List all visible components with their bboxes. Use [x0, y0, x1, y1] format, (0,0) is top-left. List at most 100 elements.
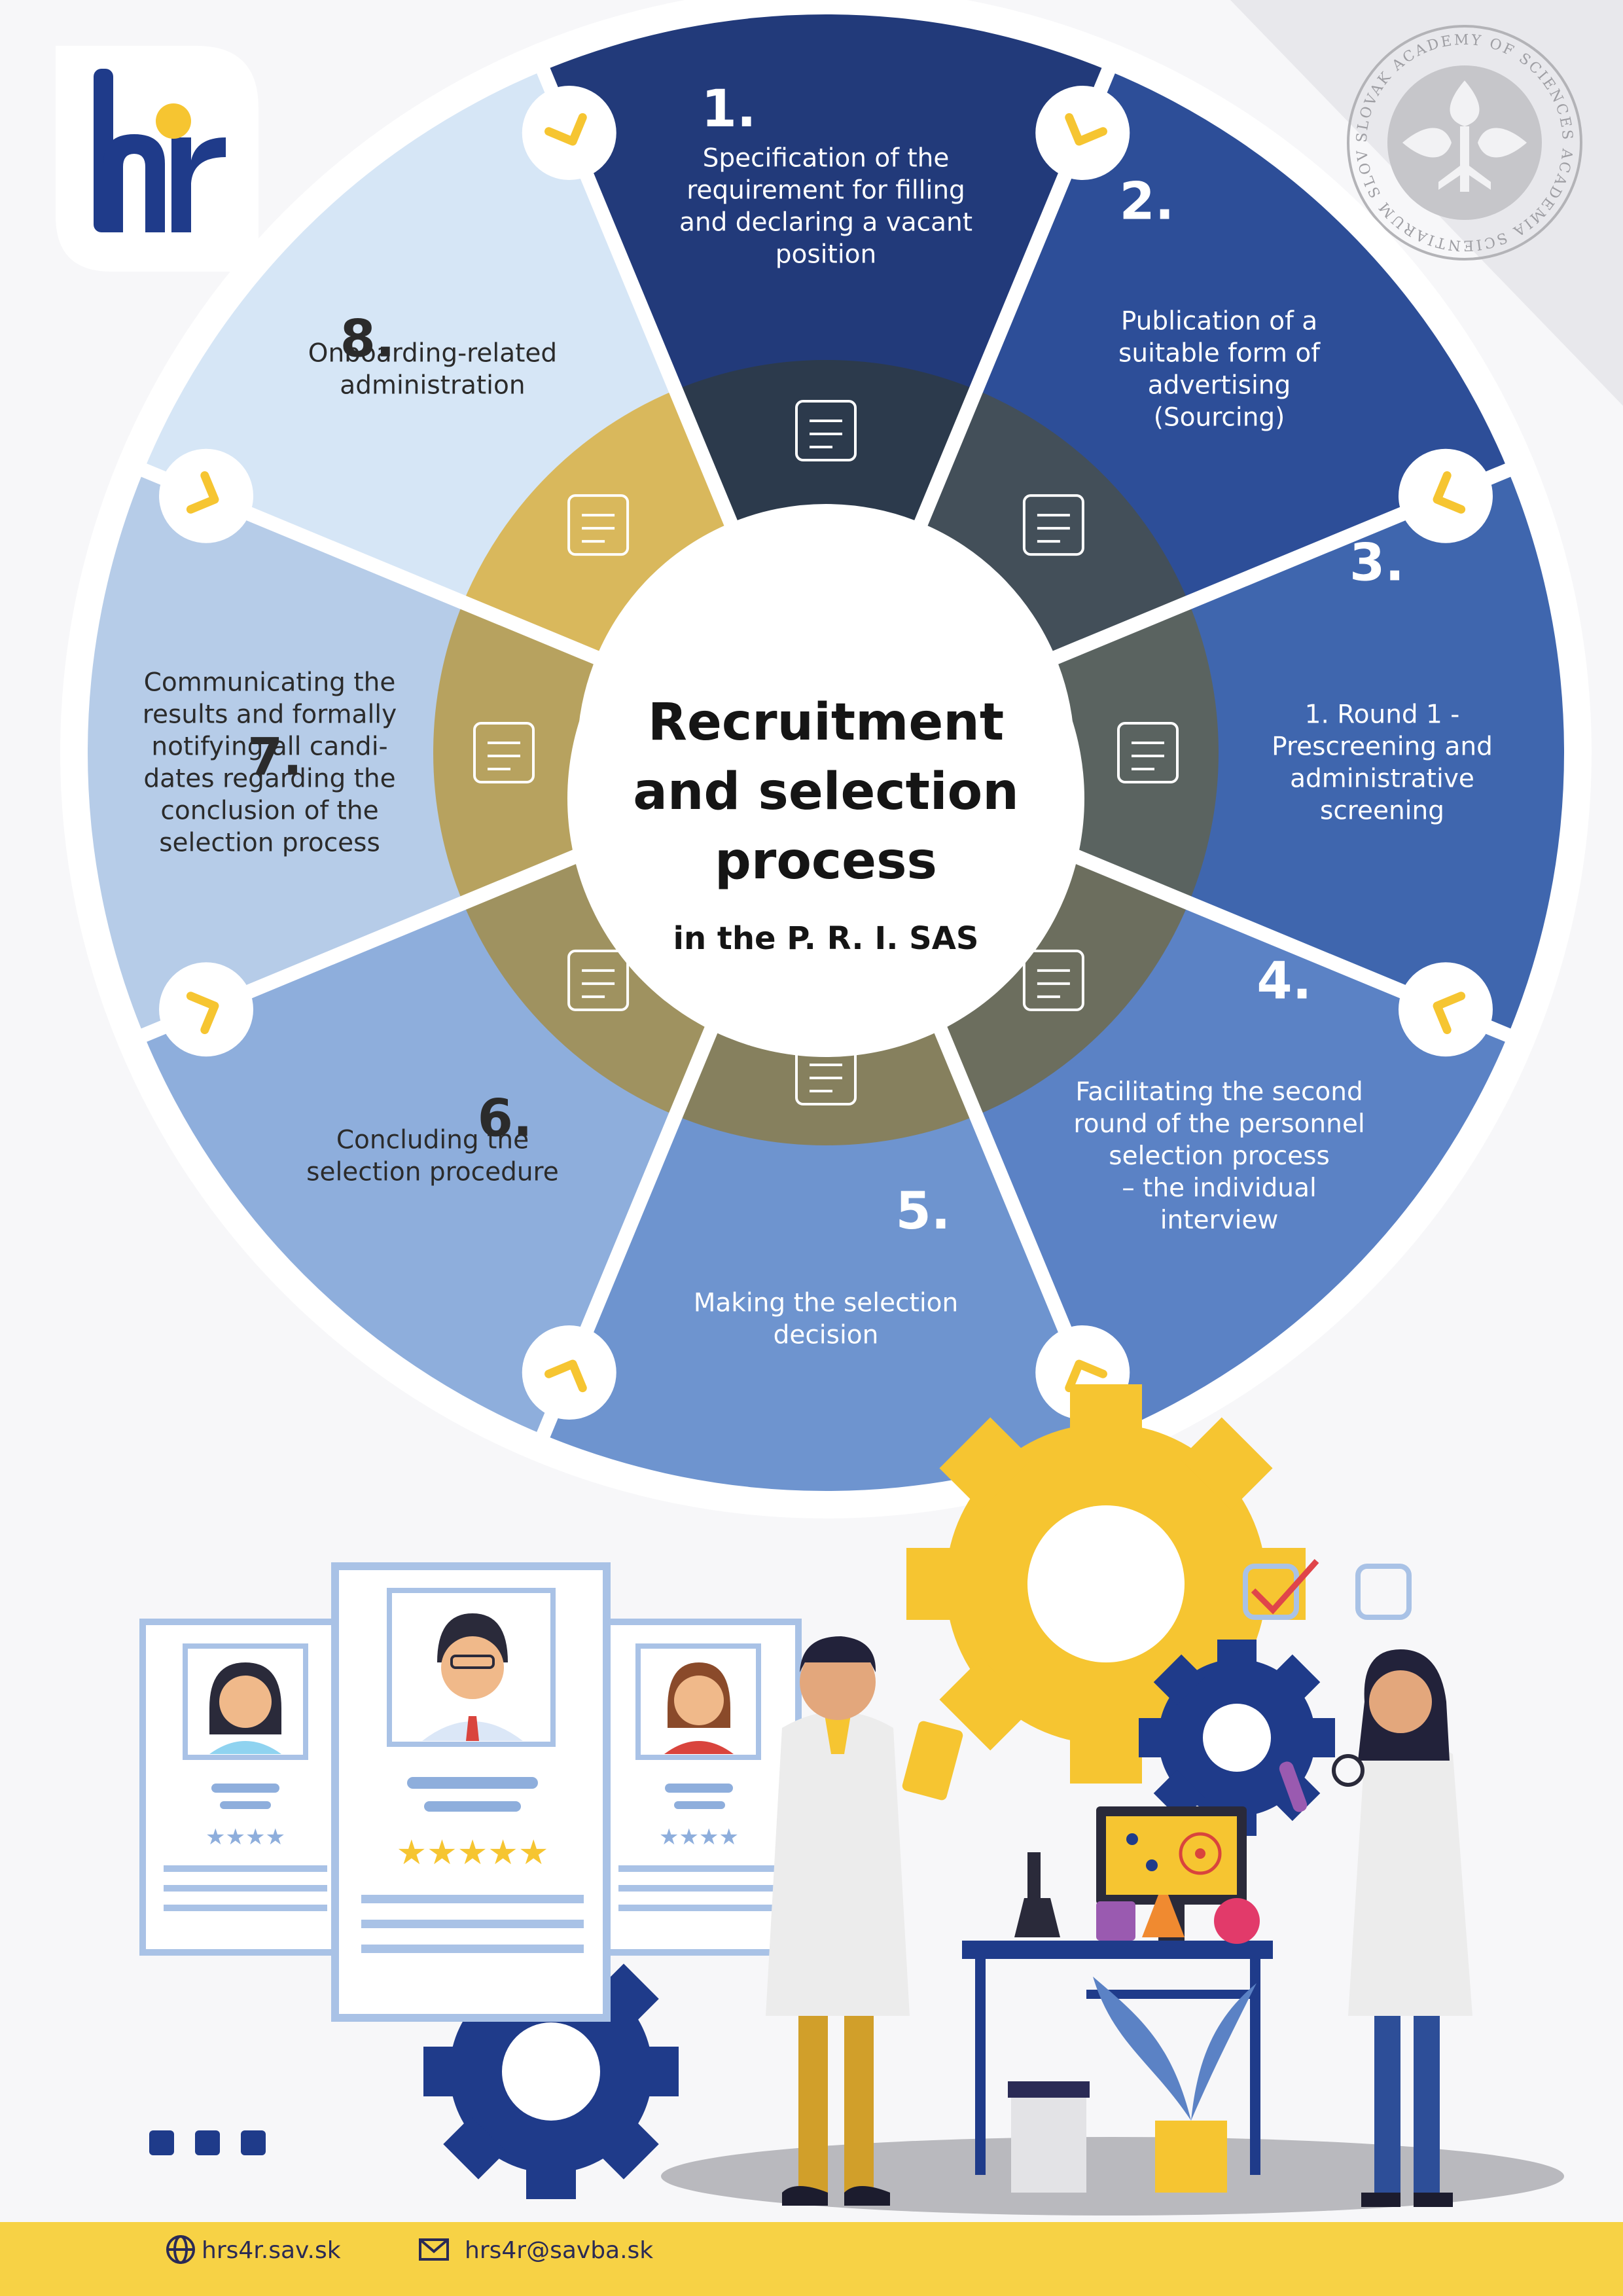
candidate-card-left: ★★★★	[139, 1619, 350, 1956]
lab-desk-illustration	[962, 1806, 1273, 2193]
empty-box-icon	[1355, 1564, 1412, 1620]
chevron-icon	[159, 448, 254, 543]
step-8-line-2: administration	[340, 370, 525, 400]
svg-text:★★★★: ★★★★	[205, 1824, 285, 1850]
inner-sector-3	[1056, 602, 1219, 903]
title-line-2: and selection	[633, 762, 1019, 821]
rating-stars: ★★★★★	[396, 1833, 548, 1873]
chevron-icon	[1398, 448, 1493, 543]
mail-icon	[419, 2238, 449, 2261]
step-2-line-2: suitable form of	[1118, 338, 1321, 368]
step-6-line-1: Concluding the	[336, 1126, 529, 1155]
step-number-7: 7.	[247, 728, 302, 787]
step-1-line-1: Specification of the	[703, 144, 950, 173]
step-number-8: 8.	[340, 310, 395, 369]
wheel-sector-6	[143, 902, 677, 1435]
chevron-icon	[159, 962, 254, 1057]
step-number-4: 4.	[1257, 952, 1311, 1011]
inner-sector-2	[921, 389, 1189, 658]
step-2-line-1: Publication of a	[1121, 306, 1317, 336]
candidate-card-center: ★★★★★	[331, 1562, 611, 2022]
dot-1	[149, 2130, 174, 2155]
wheel-center	[567, 540, 1084, 1057]
step-1-line-3: and declaring a vacant	[679, 208, 972, 238]
step-2-line-4: (Sourcing)	[1154, 403, 1285, 432]
wheel-sector-2	[975, 70, 1508, 603]
inner-sector-7	[433, 602, 596, 903]
team-chat-icon	[1022, 949, 1084, 1011]
checked-box-icon	[1243, 1564, 1299, 1620]
handshake-icon	[567, 949, 630, 1011]
step-label-5: Making the selection decision	[694, 1289, 959, 1350]
exchange-people-icon	[473, 722, 535, 783]
dot-3	[241, 2130, 266, 2155]
globe-icon	[166, 2235, 195, 2264]
inner-sector-4	[921, 848, 1189, 1116]
wheel-sector-4	[975, 902, 1508, 1435]
step-label-6: Concluding the selection procedure	[306, 1126, 559, 1187]
step-number-2: 2.	[1119, 173, 1174, 232]
blue-gear-icon	[1139, 1640, 1335, 1836]
candidate-card-right: ★★★★	[599, 1619, 802, 1956]
step-3-line-4: screening	[1320, 797, 1444, 826]
footer-bar	[0, 2222, 1623, 2296]
chevron-icon	[522, 1325, 616, 1420]
footer-website-link[interactable]: hrs4r.sav.sk	[202, 2237, 341, 2264]
step-1-line-4: position	[776, 240, 876, 270]
inner-sector-1	[675, 359, 976, 523]
step-number-3: 3.	[1349, 534, 1404, 593]
step-7-line-2: results and formally	[143, 700, 397, 730]
step-8-line-1: Onboarding-related	[308, 338, 557, 368]
step-7-line-5: conclusion of the	[160, 797, 378, 826]
desk-worker-icon	[567, 494, 630, 556]
step-3-line-2: Prescreening and	[1272, 732, 1493, 762]
step-label-1: Specification of the requirement for fill…	[679, 144, 972, 270]
step-4-line-3: selection process	[1109, 1141, 1330, 1171]
step-4-line-5: interview	[1160, 1206, 1279, 1235]
title-subtitle: in the P. R. I. SAS	[673, 920, 979, 957]
step-2-line-3: advertising	[1148, 370, 1291, 400]
wheel-sector-8	[143, 70, 677, 603]
scientist-man-illustration	[766, 1636, 963, 2206]
step-7-line-3: notifying all candi-	[151, 732, 387, 762]
step-7-line-6: selection process	[159, 829, 380, 858]
hr-logo	[56, 46, 259, 272]
step-7-line-1: Communicating the	[144, 668, 396, 698]
step-number-5: 5.	[896, 1182, 951, 1241]
dot-2	[195, 2130, 220, 2155]
step-3-line-1: 1. Round 1 -	[1305, 700, 1460, 730]
chevron-icon	[1398, 962, 1493, 1057]
step-4-line-2: round of the personnel	[1073, 1109, 1364, 1139]
person-icon	[795, 400, 857, 461]
growth-chart-icon	[795, 1044, 857, 1105]
chevron-icon	[522, 86, 616, 181]
step-5-line-2: decision	[774, 1321, 879, 1350]
footer-email-link[interactable]: hrs4r@savba.sk	[465, 2237, 653, 2264]
step-6-line-2: selection procedure	[306, 1158, 559, 1187]
step-4-line-4: – the individual	[1122, 1174, 1317, 1203]
chevron-icon	[1035, 86, 1130, 181]
step-7-line-4: dates regarding the	[143, 764, 395, 794]
wheel-sectors	[87, 14, 1564, 1491]
checklist-icon	[1117, 722, 1179, 783]
title-line-1: Recruitment	[648, 693, 1004, 752]
sas-seal-logo: SLOVAK ACADEMY OF SCIENCES ACADEMIA SCIE…	[1347, 25, 1582, 260]
step-3-line-3: administrative	[1290, 764, 1474, 794]
title-line-3: process	[715, 832, 937, 891]
document-pen-icon	[1022, 494, 1084, 556]
wheel-sector-1	[543, 14, 1109, 391]
step-1-line-2: requirement for filling	[687, 176, 965, 206]
svg-text:★★★★: ★★★★	[659, 1824, 739, 1850]
inner-sector-8	[463, 389, 731, 658]
wheel-sector-7	[87, 470, 465, 1035]
step-number-6: 6.	[478, 1089, 533, 1148]
inner-sector-6	[463, 848, 731, 1116]
scientist-woman-illustration	[1279, 1649, 1472, 2207]
wheel-sector-3	[1187, 470, 1564, 1035]
step-number-1: 1.	[702, 80, 757, 139]
step-5-line-1: Making the selection	[694, 1289, 959, 1318]
